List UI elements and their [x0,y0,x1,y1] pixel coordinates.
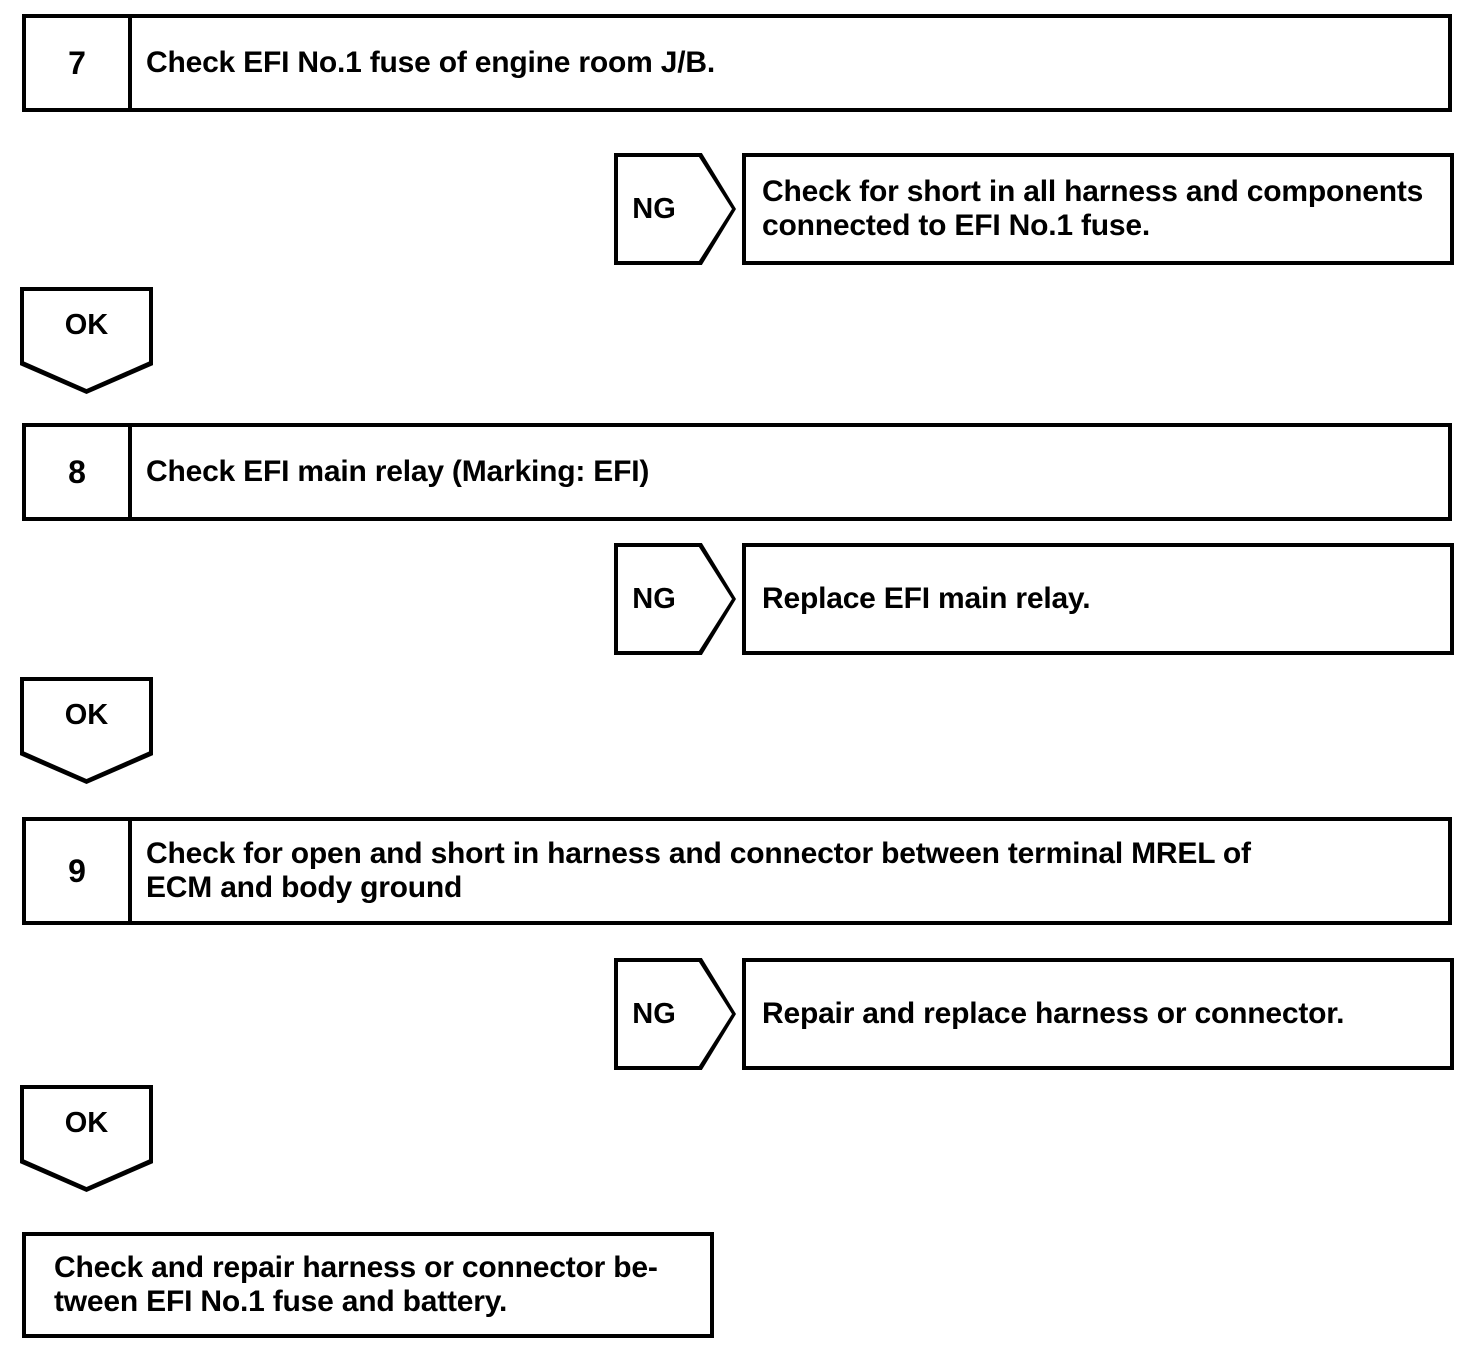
ng-branch-7: NG Check for short in all harness and co… [614,153,1454,265]
final-result-line-2: tween EFI No.1 fuse and battery. [54,1285,508,1318]
ok-tag-8: OK [20,677,153,784]
step-number-8: 8 [26,427,132,517]
ng-tag-8: NG [614,543,736,655]
ng-branch-9: NG Repair and replace harness or connect… [614,958,1454,1070]
step-number-7: 7 [26,18,132,108]
ng-action-8-line-1: Replace EFI main relay. [762,582,1091,616]
ng-tag-7: NG [614,153,736,265]
ng-tag-9: NG [614,958,736,1070]
ok-label-8: OK [64,699,109,732]
step-box-9[interactable]: 9 Check for open and short in harness an… [22,817,1452,925]
step-text-9: Check for open and short in harness and … [132,821,1448,921]
final-result-line-1: Check and repair harness or connector be… [54,1250,658,1284]
ok-tag-7: OK [20,287,153,394]
final-result-box[interactable]: Check and repair harness or connector be… [22,1232,714,1338]
ok-tag-9: OK [20,1085,153,1192]
step-text-9-line-1: Check for open and short in harness and … [146,837,1251,871]
step-text-8-line-1: Check EFI main relay (Marking: EFI) [146,455,650,489]
ng-action-box-9[interactable]: Repair and replace harness or connector. [742,958,1454,1070]
step-box-8[interactable]: 8 Check EFI main relay (Marking: EFI) [22,423,1452,521]
ng-action-7-line-2: connected to EFI No.1 fuse. [762,209,1150,242]
step-number-9: 9 [26,821,132,921]
ng-action-9-line-1: Repair and replace harness or connector. [762,997,1345,1031]
step-text-7: Check EFI No.1 fuse of engine room J/B. [132,18,1448,108]
step-text-7-line-1: Check EFI No.1 fuse of engine room J/B. [146,46,715,80]
step-box-7[interactable]: 7 Check EFI No.1 fuse of engine room J/B… [22,14,1452,112]
ng-branch-8: NG Replace EFI main relay. [614,543,1454,655]
ng-label-9: NG [632,997,676,1030]
ng-label-8: NG [632,582,676,615]
step-text-9-line-2: ECM and body ground [146,871,463,904]
ng-action-7-line-1: Check for short in all harness and compo… [762,175,1424,209]
step-text-8: Check EFI main relay (Marking: EFI) [132,427,1448,517]
ng-label-7: NG [632,192,676,225]
ng-action-box-8[interactable]: Replace EFI main relay. [742,543,1454,655]
ok-label-9: OK [64,1107,109,1140]
ng-action-box-7[interactable]: Check for short in all harness and compo… [742,153,1454,265]
ok-label-7: OK [64,309,109,342]
